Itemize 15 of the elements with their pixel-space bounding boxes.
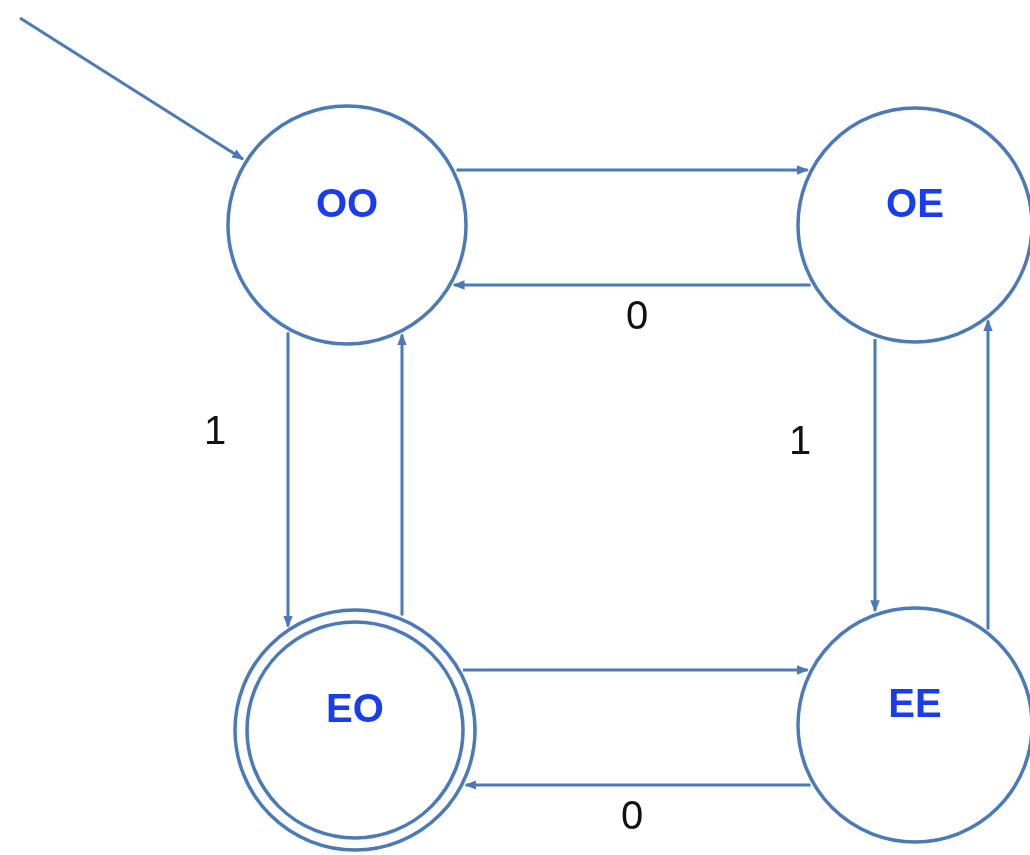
state-label: OE bbox=[886, 183, 944, 223]
arrow bbox=[452, 280, 811, 290]
arrow bbox=[397, 333, 407, 616]
arrow bbox=[870, 338, 880, 613]
state-label: EE bbox=[888, 683, 942, 723]
arrow bbox=[462, 665, 809, 675]
state-circle bbox=[226, 104, 468, 346]
arrow bbox=[983, 319, 993, 630]
state-label: EO bbox=[326, 688, 384, 728]
state-label: OO bbox=[315, 183, 379, 223]
accepting-state-circle bbox=[233, 608, 477, 852]
arrow bbox=[283, 332, 293, 628]
arrow bbox=[456, 165, 809, 175]
arrow bbox=[464, 780, 811, 790]
arrow bbox=[19, 16, 245, 161]
